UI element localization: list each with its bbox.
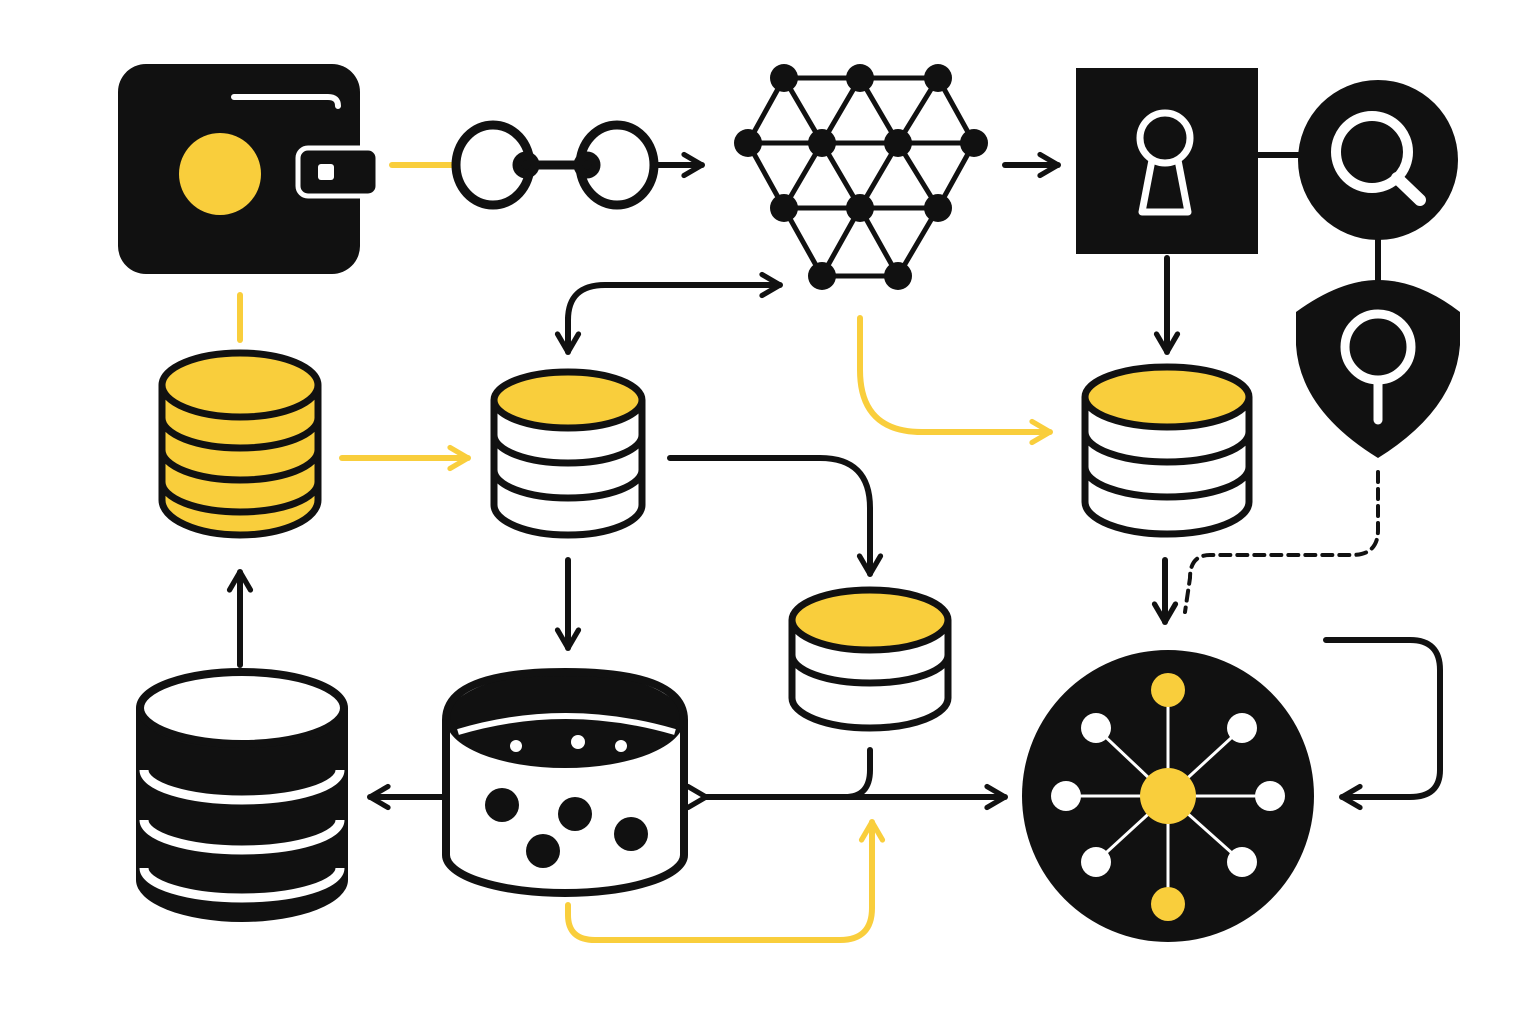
connector-loop-hub: [1323, 637, 1443, 811]
wallet-icon: [118, 64, 381, 274]
magnifier-icon: [1298, 80, 1458, 240]
connector-shield-hub-dashed: [1183, 470, 1380, 614]
connector-db-mesh: [565, 271, 783, 353]
connector-dbsmall-line: [842, 747, 873, 800]
database-icon: [1081, 363, 1253, 538]
mesh-network-icon: [734, 64, 988, 290]
database-icon: [788, 586, 952, 732]
connector-db-dbsmall: [667, 455, 884, 577]
connectors: [226, 151, 1443, 943]
connector-mesh-dbright: [857, 315, 1053, 446]
database-icon: [136, 668, 348, 922]
database-stack-icon: [158, 349, 322, 539]
database-icon: [490, 368, 646, 539]
chain-link-icon: [451, 120, 659, 210]
hub-network-icon: [1022, 650, 1314, 942]
keyhole-lock-icon: [1076, 68, 1258, 254]
data-bucket-icon: [442, 667, 688, 897]
shield-icon: [1296, 280, 1460, 458]
connector-pool-loop: [565, 819, 886, 943]
